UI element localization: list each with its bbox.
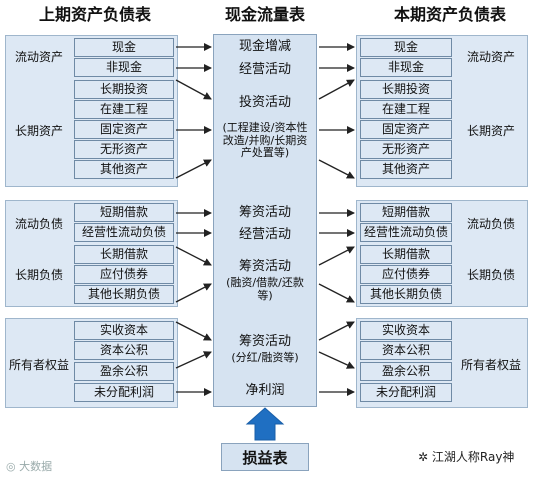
left-cell-lt-borrowing: 长期借款 (74, 245, 174, 264)
right-cell-non-cash: 非现金 (360, 58, 452, 77)
cf-financing-1: 筹资活动 (238, 205, 291, 221)
left-cell-fixed-assets: 固定资产 (74, 120, 174, 139)
right-cell-surplus-reserve: 盈余公积 (360, 362, 452, 381)
middle-title: 现金流量表 (224, 5, 305, 24)
arrow-left-equity-top (175, 321, 212, 341)
right-cell-capital-reserve: 资本公积 (360, 341, 452, 360)
left-cell-paid-in-capital: 实收资本 (74, 321, 174, 340)
left-long-term-liab-label: 长期负债 (14, 267, 63, 282)
cf-investing-detail: (工程建设/资本性改造/并购/长期资产处置等) (222, 121, 308, 160)
left-equity-label: 所有者权益 (8, 357, 69, 372)
right-cell-retained-earnings: 未分配利润 (360, 383, 452, 402)
arrow-right-lt-top (318, 246, 355, 266)
right-cell-fixed-assets: 固定资产 (360, 120, 452, 139)
right-cell-other-lt-liab: 其他长期负债 (360, 285, 452, 304)
watermark-right: ✲ 江湖人称Ray神 (418, 448, 540, 466)
left-cell-bonds-payable: 应付债券 (74, 265, 174, 284)
left-cell-intangible: 无形资产 (74, 140, 174, 159)
left-cell-non-cash: 非现金 (74, 58, 174, 77)
arrow-right-equity-top (318, 321, 355, 341)
arrow-right-investment (318, 79, 355, 100)
arrow-left-investment (175, 79, 212, 100)
watermark-left-text: 大数据 (19, 460, 53, 473)
right-cell-other-assets: 其他资产 (360, 160, 452, 179)
left-title: 上期资产负债表 (38, 5, 151, 24)
arrow-left-equity-mid (175, 351, 212, 369)
right-cell-operating-liab: 经营性流动负债 (360, 223, 452, 242)
arrow-right-other-assets (318, 159, 355, 179)
right-current-assets-label: 流动资产 (466, 49, 515, 64)
watermark-right-text: 江湖人称Ray神 (431, 450, 515, 464)
left-cell-other-lt-liab: 其他长期负债 (74, 285, 174, 304)
left-cell-construction: 在建工程 (74, 100, 174, 119)
cf-financing-2-detail: (融资/借款/还款等) (226, 276, 304, 302)
left-cell-surplus-reserve: 盈余公积 (74, 362, 174, 381)
arrow-left-lt-bottom (175, 283, 212, 303)
arrow-left-lt-top (175, 246, 212, 266)
cf-financing-3: 筹资活动 (238, 334, 291, 350)
cf-operating-2: 经营活动 (238, 227, 291, 243)
income-statement-box: 损益表 (221, 443, 309, 471)
right-long-term-liab-label: 长期负债 (466, 267, 515, 282)
right-title: 本期资产负债表 (393, 5, 506, 24)
left-cell-capital-reserve: 资本公积 (74, 341, 174, 360)
right-cell-construction: 在建工程 (360, 100, 452, 119)
right-cell-st-borrowing: 短期借款 (360, 203, 452, 222)
cf-operating-1: 经营活动 (238, 62, 291, 78)
left-cell-st-borrowing: 短期借款 (74, 203, 174, 222)
right-long-term-assets-label: 长期资产 (466, 124, 515, 138)
cf-investing: 投资活动 (238, 95, 291, 111)
cashflow-column (213, 34, 317, 407)
arrow-right-lt-bottom (318, 283, 355, 303)
left-current-liab-label: 流动负债 (14, 216, 63, 231)
left-cell-cash: 现金 (74, 38, 174, 57)
arrow-right-equity-mid (318, 351, 355, 369)
cf-cash-change: 现金增减 (238, 39, 291, 55)
right-current-liab-label: 流动负债 (466, 216, 515, 231)
right-cell-cash: 现金 (360, 38, 452, 57)
left-cell-other-assets: 其他资产 (74, 160, 174, 179)
left-cell-retained-earnings: 未分配利润 (74, 383, 174, 402)
wechat-icon: ✲ (418, 450, 429, 464)
right-equity-label: 所有者权益 (460, 357, 521, 372)
right-cell-lt-investment: 长期投资 (360, 80, 452, 99)
left-cell-lt-investment: 长期投资 (74, 80, 174, 99)
watermark-left-icon: ◎ (6, 460, 16, 473)
right-cell-paid-in-capital: 实收资本 (360, 321, 452, 340)
left-cell-operating-liab: 经营性流动负债 (74, 223, 174, 242)
watermark-left: ◎ 大数据 (6, 458, 86, 474)
cf-financing-2: 筹资活动 (238, 259, 291, 275)
right-cell-lt-borrowing: 长期借款 (360, 245, 452, 264)
cf-financing-3-detail: (分红/融资等) (231, 350, 299, 364)
cf-net-profit: 净利润 (245, 383, 285, 399)
left-long-term-assets-label: 长期资产 (14, 124, 63, 138)
up-arrow-icon (245, 407, 285, 441)
left-current-assets-label: 流动资产 (14, 49, 63, 64)
arrow-left-other-assets (175, 159, 212, 179)
right-cell-bonds-payable: 应付债券 (360, 265, 452, 284)
right-cell-intangible: 无形资产 (360, 140, 452, 159)
